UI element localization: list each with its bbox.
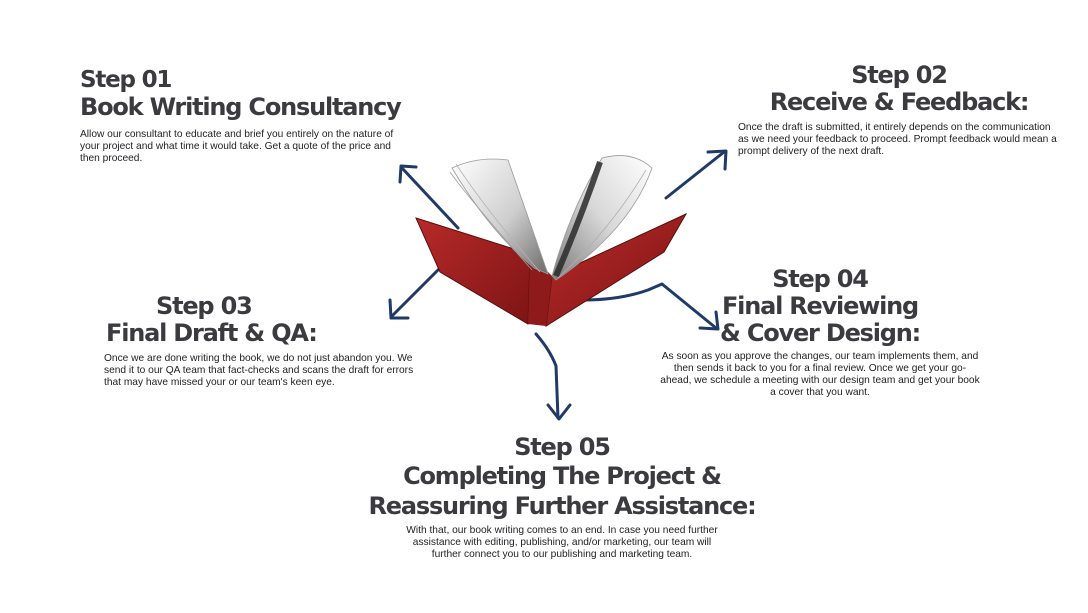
step-02-title: Receive & Feedback: <box>769 87 1030 116</box>
step-03-description: Once we are done writing the book, we do… <box>104 352 414 389</box>
step-05: Step 05 Completing The Project & Reassur… <box>362 434 762 561</box>
step-05-title: Completing The Project & Reassuring Furt… <box>368 461 757 520</box>
step-03-title: Final Draft & QA: <box>106 318 318 347</box>
step-01-title: Book Writing Consultancy <box>80 92 402 121</box>
arrow-to-step-05 <box>534 332 572 421</box>
arrow-to-step-03 <box>388 266 442 320</box>
step-01: Step 01 Book Writing Consultancy Allow o… <box>80 67 410 165</box>
step-05-description: With that, our book writing comes to an … <box>406 524 718 561</box>
arrow-to-step-02 <box>664 149 728 200</box>
step-01-description: Allow our consultant to educate and brie… <box>80 128 394 165</box>
step-04-number: Step 04 <box>772 265 869 293</box>
step-05-number: Step 05 <box>514 433 611 461</box>
step-04-title: Final Reviewing & Cover Design: <box>719 291 921 347</box>
step-02-description: Once the draft is submitted, it entirely… <box>738 121 1057 158</box>
step-02-number: Step 02 <box>851 61 948 89</box>
arrow-to-step-01 <box>398 164 460 230</box>
step-04: Step 04 Final Reviewing & Cover Design: … <box>660 266 980 399</box>
open-red-book-icon <box>415 155 688 327</box>
step-02: Step 02 Receive & Feedback: Once the dra… <box>738 62 1068 158</box>
step-04-description: As soon as you approve the changes, our … <box>660 350 980 399</box>
step-03: Step 03 Final Draft & QA: Once we are do… <box>104 293 424 389</box>
step-01-number: Step 01 <box>80 67 172 93</box>
step-03-number: Step 03 <box>156 292 253 320</box>
arrow-to-step-04 <box>582 282 720 331</box>
arrow-group <box>388 149 728 421</box>
